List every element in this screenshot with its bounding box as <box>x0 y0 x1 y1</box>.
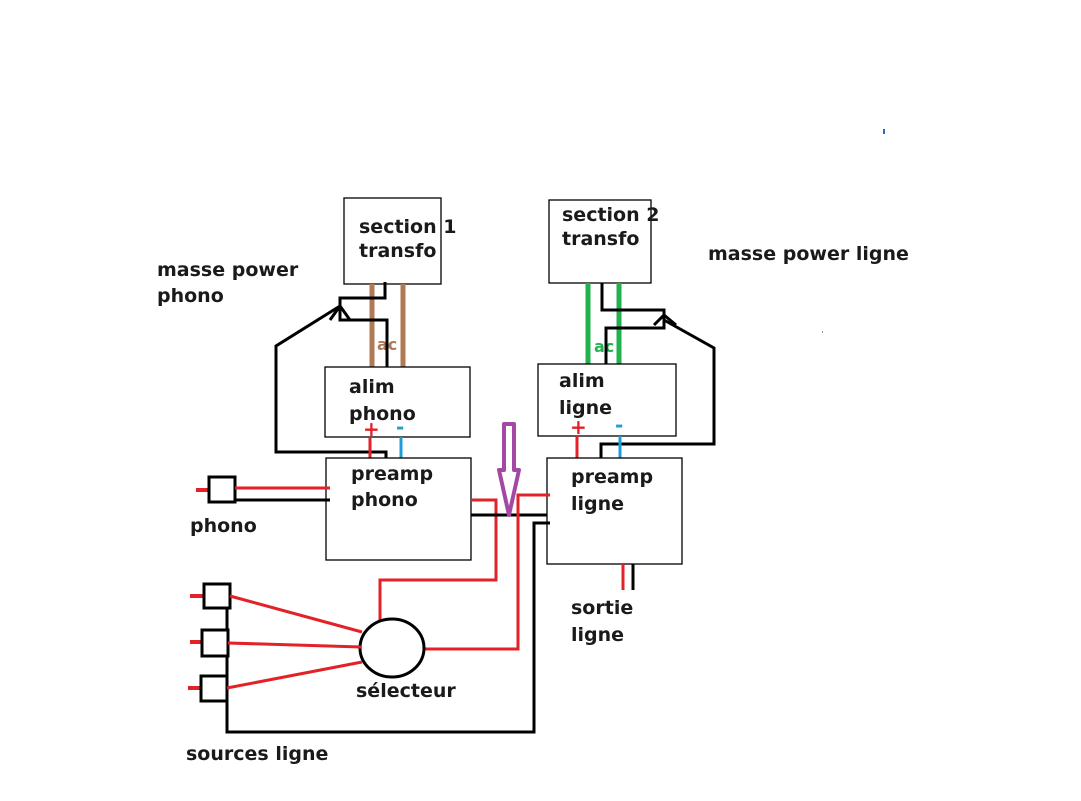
purple-arrow <box>497 422 521 517</box>
preamp-phono-output-signal <box>378 498 498 620</box>
transfo-section-1-label-line1: section 1 <box>359 216 456 238</box>
ground-wire-ligne-return <box>599 318 716 462</box>
source-3-wire <box>226 660 363 690</box>
plus-sign-phono: + <box>363 417 380 441</box>
ground-wire-phono <box>338 282 389 368</box>
masse-power-phono-label-line1: masse power <box>157 259 299 281</box>
selector-output-signal <box>425 493 550 651</box>
alim-phono-box <box>324 366 471 438</box>
source-2-wire <box>227 641 362 649</box>
preamp-ligne-label-line1: preamp <box>571 466 653 488</box>
alim-ligne-label-line1: alim <box>559 370 605 392</box>
source-jack-2 <box>200 628 230 658</box>
phono-input-label: phono <box>190 515 257 537</box>
masse-power-ligne-label: masse power ligne <box>708 243 909 265</box>
preamp-ligne-box <box>546 457 683 565</box>
phono-input-jack <box>207 475 237 504</box>
transfo-section-2-label-line2: transfo <box>562 228 639 250</box>
preamp-ligne-label-line2: ligne <box>571 493 624 515</box>
ground-arrow-ligne <box>652 312 677 327</box>
source-1-wire <box>229 594 363 634</box>
plus-sign-ligne: + <box>570 415 587 439</box>
alim-ligne-box <box>537 363 677 437</box>
source-jack-1 <box>202 582 232 610</box>
selector-label: sélecteur <box>356 680 456 702</box>
transfo-section-2-label-line1: section 2 <box>562 204 659 226</box>
ground-wire-phono-return <box>274 304 388 462</box>
stray-mark <box>883 129 885 134</box>
alim-ligne-label-line2: ligne <box>559 397 612 419</box>
ground-arrow-phono <box>328 303 352 321</box>
sources-label: sources ligne <box>186 743 328 765</box>
source-jack-3 <box>199 674 229 703</box>
transfo-section-1-label-line2: transfo <box>359 240 436 262</box>
alim-phono-label-line2: phono <box>349 403 416 425</box>
transfo-section-1-box <box>343 197 442 285</box>
transfo-section-2-box <box>548 199 652 284</box>
minus-sign-phono: - <box>396 415 404 439</box>
preamp-phono-label-line2: phono <box>351 489 418 511</box>
preamp-phono-label-line1: preamp <box>351 463 433 485</box>
masse-power-phono-label-line2: phono <box>157 285 224 307</box>
minus-sign-ligne: - <box>615 413 623 437</box>
stray-mark <box>822 331 823 333</box>
preamp-phono-box <box>325 457 472 561</box>
selector-switch <box>358 617 426 679</box>
ground-wire-ligne <box>600 283 666 366</box>
alim-phono-label-line1: alim <box>349 376 395 398</box>
output-label-line1: sortie <box>571 597 633 619</box>
output-label-line2: ligne <box>571 624 624 646</box>
ac-label-ligne: ac <box>594 337 614 356</box>
